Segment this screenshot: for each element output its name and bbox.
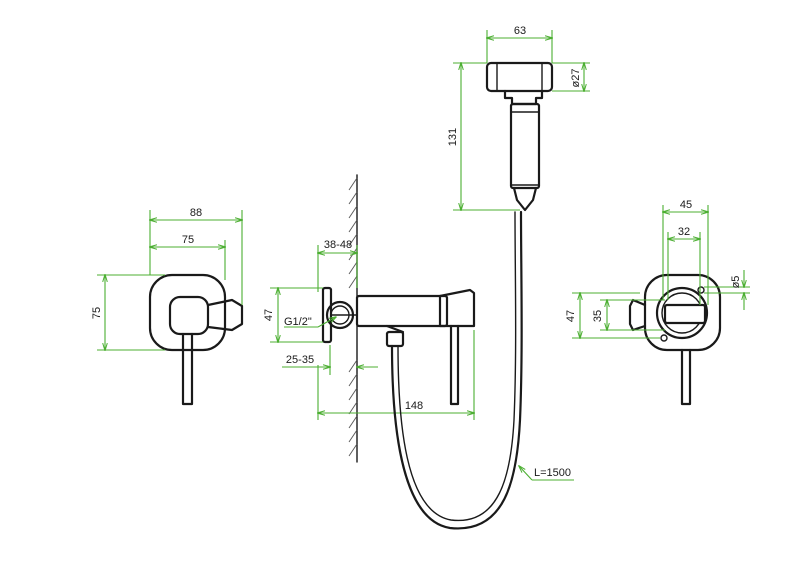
- rear-lever-hub: [628, 298, 647, 332]
- front-lever-handle: [181, 332, 194, 406]
- dim-wall-offset: 25-35: [286, 354, 314, 366]
- hand-shower-dimensions: 63 ø27 131: [447, 25, 590, 210]
- wall-plate-outline: [148, 273, 227, 352]
- dim-right-height-outer: 47: [565, 310, 577, 322]
- dim-hose-length: L=1500: [534, 467, 571, 479]
- plate-center-square: [168, 295, 210, 336]
- rear-view-mixer: [628, 273, 722, 406]
- plate-lever-hub: [206, 298, 244, 332]
- side-lever-handle: [449, 324, 460, 406]
- mixer-body: [355, 294, 449, 328]
- dim-thread-label: G1/2": [284, 316, 312, 328]
- dim-body-length: 148: [405, 400, 423, 412]
- hose-outlet: [385, 330, 405, 348]
- hose-length-label: L=1500: [519, 466, 574, 481]
- shower-hose: [390, 210, 523, 530]
- shower-hose-cone: [512, 186, 538, 212]
- shower-head: [485, 61, 554, 93]
- dim-plate-outer-width: 88: [190, 207, 202, 219]
- shower-handle: [509, 102, 541, 190]
- dim-right-height-inner: 35: [592, 310, 604, 322]
- hand-shower: [485, 61, 554, 212]
- dim-right-width-outer: 45: [680, 199, 692, 211]
- dim-right-width-inner: 32: [678, 226, 690, 238]
- side-view-mixer: [321, 286, 476, 406]
- front-view-dimensions: 88 75 75: [91, 207, 242, 350]
- lever-hub: [438, 288, 476, 328]
- rear-view-dimensions: 45 32 ø5 47 35: [565, 199, 750, 338]
- rear-cartridge-circle: [655, 286, 709, 340]
- side-view-dimensions: 38-48 47 G1/2" 25-35 148: [263, 239, 474, 420]
- shower-neck: [503, 89, 544, 106]
- mount-hole-right: [697, 286, 705, 294]
- mount-hole-left: [660, 334, 668, 342]
- dim-handset-width: 63: [514, 25, 526, 37]
- dim-wall-depth-range: 38-48: [324, 239, 352, 251]
- dim-right-hole: ø5: [730, 276, 742, 289]
- dim-plate-inner-width: 75: [182, 234, 194, 246]
- dim-handset-diameter: ø27: [570, 69, 582, 88]
- dim-plate-height: 75: [91, 307, 103, 319]
- dim-side-height: 47: [263, 309, 275, 321]
- rear-cartridge-bar: [663, 303, 707, 325]
- front-view-mixer: [148, 273, 244, 406]
- dim-handset-height: 131: [447, 128, 459, 146]
- rear-lever-handle: [680, 348, 692, 406]
